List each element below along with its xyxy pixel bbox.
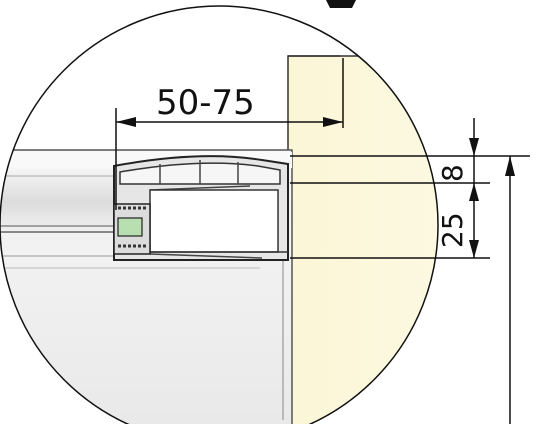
dimension-25-label: 25 (436, 212, 469, 248)
dimension-8-label: 8 (436, 164, 469, 182)
wall (287, 55, 438, 424)
dimension-arrows (116, 117, 515, 258)
cut-off-heading-glyph (326, 0, 356, 8)
glass-clamp-seal (113, 203, 151, 255)
dimension-horizontal-label: 50-75 (156, 83, 255, 123)
detail-circle-outline (0, 5, 439, 424)
wall-profile (113, 155, 289, 261)
